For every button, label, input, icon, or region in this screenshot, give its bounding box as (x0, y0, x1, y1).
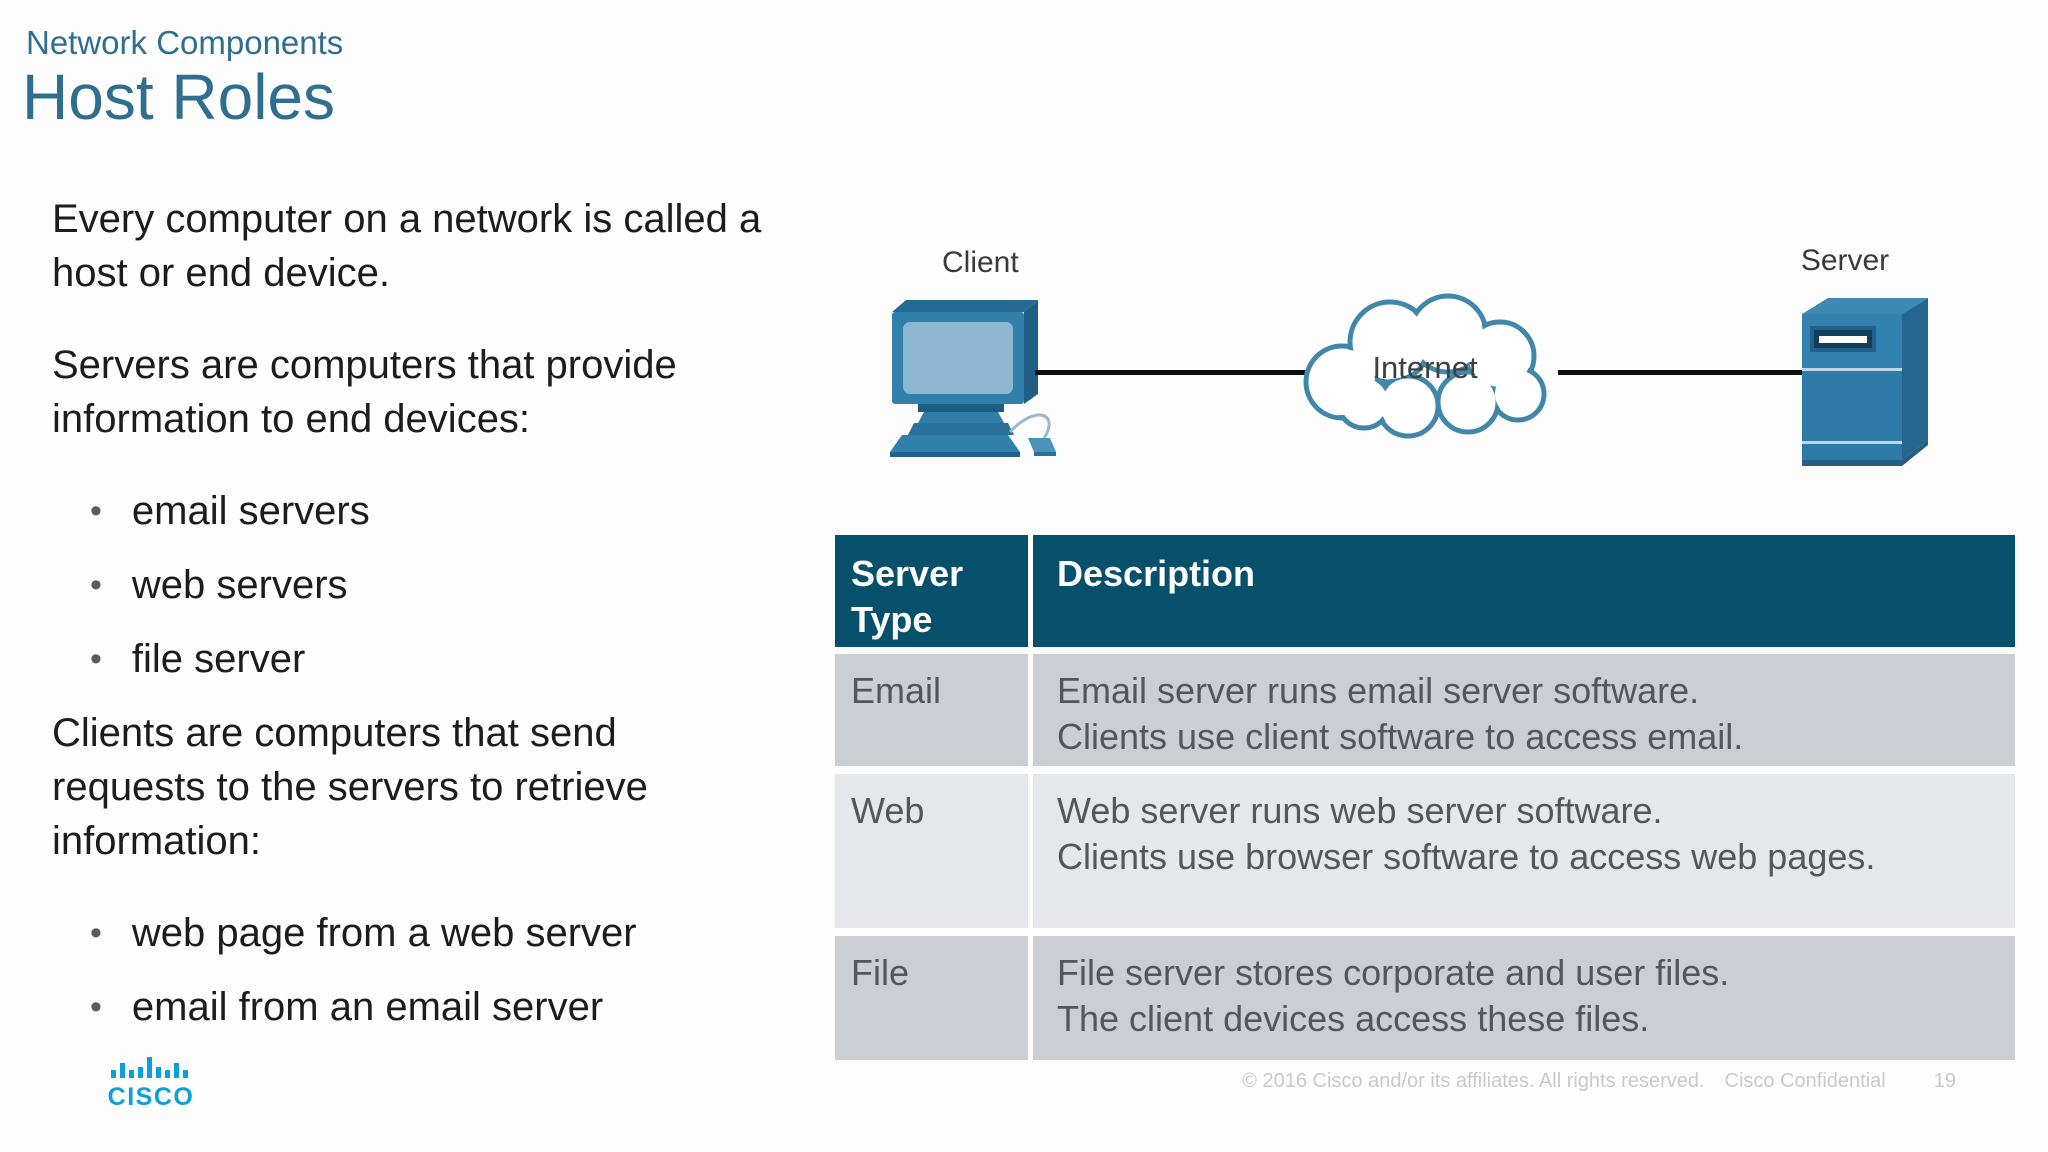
cisco-bridge-icon (111, 1057, 188, 1078)
column-header-server-type: Server Type (835, 535, 1028, 647)
cell-server-type: Email (835, 654, 1028, 766)
page-title: Host Roles (22, 61, 335, 133)
server-type-table: Server Type Description Email Email serv… (835, 535, 2015, 1068)
link-client-internet (1035, 370, 1307, 375)
table-row: Email Email server runs email server sof… (835, 654, 2015, 766)
bullet-text: web servers (131, 563, 348, 607)
bullet-text: email servers (131, 489, 370, 533)
copyright-text: © 2016 Cisco and/or its affiliates. All … (1242, 1070, 1705, 1092)
client-computer-icon (890, 300, 1056, 457)
list-item: email from an email server (90, 980, 764, 1036)
description-line: Clients use browser software to access w… (1057, 836, 1876, 877)
description-line: Clients use client software to access em… (1057, 716, 1744, 757)
cisco-wordmark: CISCO (107, 1083, 195, 1111)
list-item: web servers (90, 558, 764, 614)
cell-description: Web server runs web server software. Cli… (1033, 774, 2015, 928)
table-row: File File server stores corporate and us… (835, 936, 2015, 1060)
bullet-text: file server (131, 637, 306, 681)
cisco-logo: CISCO (106, 1056, 196, 1110)
internet-label: Internet (1372, 350, 1478, 385)
column-header-description: Description (1033, 535, 2015, 647)
description-line: Email server runs email server software. (1057, 670, 1700, 711)
confidential-text: Cisco Confidential (1724, 1070, 1886, 1092)
table-row: Web Web server runs web server software.… (835, 774, 2015, 928)
bullet-text: email from an email server (131, 985, 604, 1029)
description-line: Web server runs web server software. (1057, 790, 1663, 831)
client-label: Client (942, 246, 1019, 279)
bullet-text: web page from a web server (131, 911, 637, 955)
table-header-row: Server Type Description (835, 535, 2015, 647)
link-internet-server (1558, 370, 1812, 375)
server-bullet-list: email servers web servers file server (52, 484, 764, 688)
paragraph-clients-definition: Clients are computers that send requests… (52, 711, 648, 863)
server-label: Server (1800, 244, 1890, 277)
cell-server-type: Web (835, 774, 1028, 928)
server-tower-icon (1802, 298, 1928, 466)
page-number: 19 (1933, 1070, 1956, 1092)
slide-footer: © 2016 Cisco and/or its affiliates. All … (1242, 1070, 1956, 1093)
internet-cloud-icon (1303, 293, 1547, 439)
description-line: The client devices access these files. (1057, 998, 1650, 1039)
list-item: web page from a web server (90, 906, 764, 962)
network-diagram: Client (850, 228, 2048, 518)
paragraph-host-definition: Every computer on a network is called a … (52, 197, 762, 295)
list-item: email servers (90, 484, 764, 540)
client-bullet-list: web page from a web server email from an… (52, 906, 764, 1036)
body-text: Every computer on a network is called a … (52, 192, 764, 1054)
cell-description: File server stores corporate and user fi… (1033, 936, 2015, 1060)
slide-pretitle: Network Components (26, 24, 344, 61)
cell-description: Email server runs email server software.… (1033, 654, 2015, 766)
description-line: File server stores corporate and user fi… (1057, 952, 1730, 993)
paragraph-servers-definition: Servers are computers that provide infor… (52, 343, 677, 441)
list-item: file server (90, 632, 764, 688)
cell-server-type: File (835, 936, 1028, 1060)
